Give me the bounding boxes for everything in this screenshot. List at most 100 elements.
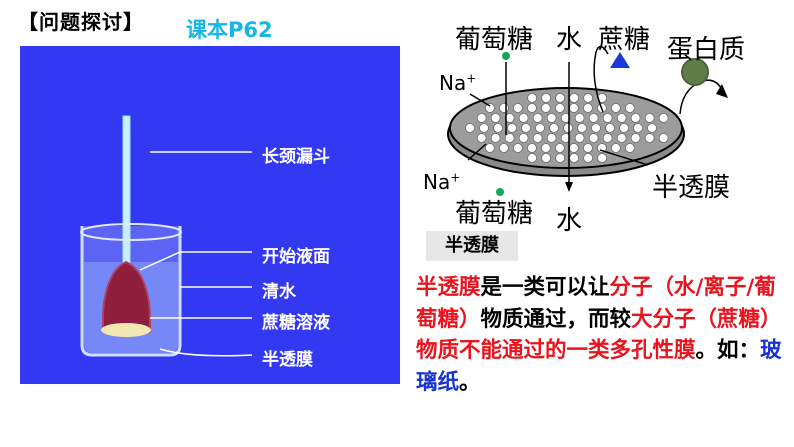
water-arrow-head <box>565 182 573 192</box>
membrane-pore <box>527 93 537 103</box>
membrane-pore <box>625 103 635 113</box>
membrane-bottom <box>101 323 151 337</box>
definition-term: 半透膜 <box>416 275 481 300</box>
membrane-pore <box>541 93 551 103</box>
protein-label: 蛋白质 <box>667 35 746 65</box>
membrane-pore <box>658 113 669 123</box>
bottom-glucose-label: 葡萄糖 <box>455 199 534 229</box>
membrane-pore <box>555 153 565 163</box>
membrane-pore <box>504 133 515 143</box>
membrane-pore <box>555 143 565 153</box>
definition-highlight-small: 分子（水/离子/葡萄糖） <box>416 275 776 332</box>
membrane-pore <box>513 103 523 113</box>
membrane-pores <box>465 93 669 163</box>
membrane-pore <box>611 103 621 113</box>
membrane-pore <box>588 113 599 123</box>
protein-molecule <box>681 58 709 86</box>
membrane-pore <box>527 153 537 163</box>
top-glucose-label: 葡萄糖 <box>455 25 534 55</box>
membrane-pore <box>619 123 629 133</box>
membrane-pore <box>504 113 515 123</box>
sucrose-molecule <box>610 52 630 68</box>
top-water-label: 水 <box>556 25 583 55</box>
textbook-reference: 课本P62 <box>186 18 273 42</box>
membrane-pore <box>577 123 587 133</box>
membrane-pore <box>569 93 579 103</box>
membrane-pore <box>658 133 669 143</box>
bottom-water-label: 水 <box>556 206 583 236</box>
membrane-pore <box>602 133 613 143</box>
membrane-pore <box>574 113 585 123</box>
membrane-pore <box>616 113 627 123</box>
membrane-pore <box>555 103 565 113</box>
membrane-pore <box>602 113 613 123</box>
membrane-pore <box>569 143 579 153</box>
definition-highlight-large: 大分子（蔗糖）物质不能通过的一类多孔性膜 <box>416 306 782 364</box>
membrane-pore <box>493 123 503 133</box>
membrane-pore <box>588 133 599 143</box>
topic-tag: 【问题探讨】 <box>18 10 144 34</box>
na-arrow-bottom <box>467 143 487 161</box>
membrane-pore <box>560 113 571 123</box>
label-initial-level: 开始液面 <box>262 247 330 267</box>
beaker-rim <box>80 223 182 241</box>
membrane-pore <box>605 123 615 133</box>
label-sucrose-solution: 蔗糖溶液 <box>262 313 330 333</box>
definition-text: 半透膜是一类可以让分子（水/离子/葡萄糖）物质通过，而较大分子（蔗糖）物质不能通… <box>416 275 782 395</box>
membrane-pore <box>633 123 643 133</box>
membrane-pore <box>521 123 531 133</box>
membrane-pore <box>644 133 655 143</box>
protein-bounce-arrow <box>679 79 723 115</box>
membrane-pore <box>569 153 579 163</box>
membrane-pore <box>513 143 523 153</box>
membrane-pore <box>498 103 509 113</box>
membrane-pore <box>541 153 551 163</box>
membrane-pore <box>546 113 557 123</box>
sucrose-label: 蔗糖 <box>598 25 651 55</box>
membrane-pore <box>541 143 551 153</box>
membrane-label-line <box>599 149 649 166</box>
membrane-pore <box>549 123 559 133</box>
membrane-pore <box>479 123 489 133</box>
membrane-pore <box>518 113 529 123</box>
membrane-pore <box>591 123 601 133</box>
membrane-pore <box>555 93 565 103</box>
membrane-pore <box>625 143 635 153</box>
na-ion-bottom: Na+ <box>423 170 461 194</box>
callout-line-membrane <box>159 348 253 357</box>
label-funnel: 长颈漏斗 <box>262 147 330 167</box>
membrane-label: 半透膜 <box>652 173 731 203</box>
glucose-molecule-bottom <box>496 188 504 196</box>
membrane-pore <box>569 103 579 113</box>
membrane-pore <box>518 133 529 143</box>
membrane-pore <box>541 103 551 113</box>
membrane-pore <box>597 153 607 163</box>
membrane-tag: 半透膜 <box>426 231 518 261</box>
membrane-pore <box>583 103 593 113</box>
label-water: 清水 <box>262 282 296 302</box>
membrane-pore <box>616 133 627 143</box>
label-membrane: 半透膜 <box>262 350 313 370</box>
membrane-pore <box>532 113 543 123</box>
membrane-pore <box>630 133 641 143</box>
membrane-pore <box>560 133 571 143</box>
membrane-pore <box>527 103 537 113</box>
membrane-pore <box>535 123 545 133</box>
membrane-pore <box>490 133 501 143</box>
membrane-pore <box>476 133 487 143</box>
callout-line-initial-level <box>139 251 252 271</box>
membrane-pore <box>647 123 657 133</box>
membrane-pore <box>583 153 593 163</box>
sucrose-bounce-arrow <box>593 45 609 113</box>
membrane-pore <box>484 143 495 153</box>
membrane-pore <box>630 113 641 123</box>
membrane-pore <box>532 133 543 143</box>
membrane-pore <box>484 103 495 113</box>
membrane-pore <box>465 123 475 133</box>
membrane-pore <box>476 113 487 123</box>
membrane-pore <box>498 143 509 153</box>
na-arrow-top <box>469 93 491 107</box>
membrane-pore <box>583 93 593 103</box>
membrane-pore <box>644 113 655 123</box>
example-cellophane: 玻璃纸 <box>416 338 782 395</box>
